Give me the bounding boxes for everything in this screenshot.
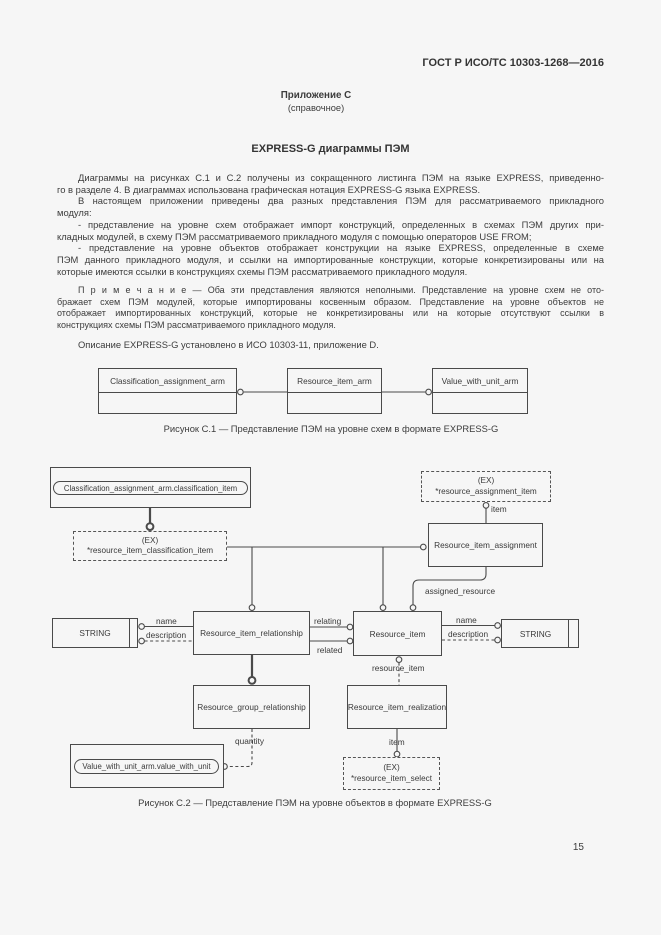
- figure-c2-caption: Рисунок С.2 — Представление ПЭМ на уровн…: [138, 797, 492, 808]
- edge-label-related: related: [317, 644, 343, 655]
- ex-name: *resource_item_select: [350, 773, 432, 783]
- ref-label: Classification_assignment_arm.classifica…: [53, 481, 248, 495]
- paragraph-line: Описание EXPRESS-G установлено в ИСО 103…: [78, 339, 379, 350]
- note-line: бражает схем ПЭМ модулей, которые импорт…: [57, 296, 604, 307]
- edge-label-name-right: name: [456, 614, 477, 625]
- ex-box-resource-item-select: (EX) *resource_item_select: [343, 757, 440, 790]
- type-label: STRING: [79, 628, 111, 638]
- schema-box-resource-item-arm: Resource_item_arm: [287, 368, 382, 414]
- paragraph-line: - представление на уровне схем отображае…: [78, 218, 604, 230]
- paragraph-line: ПЭМ данного прикладного модуля, и ссылки…: [57, 253, 604, 265]
- paragraph-line: Диаграммы на рисунках С.1 и С.2 получены…: [78, 172, 604, 183]
- figure-c1-caption: Рисунок С.1 — Представление ПЭМ на уровн…: [163, 423, 499, 434]
- type-label: STRING: [519, 628, 552, 639]
- schema-divider: [288, 392, 381, 393]
- ex-name: *resource_assignment_item: [435, 486, 537, 496]
- edge-label-resource-item: resource_item: [372, 662, 425, 673]
- paragraph-line: В настоящем приложении приведены два раз…: [78, 195, 604, 207]
- schema-box-classification-assignment-arm: Classification_assignment_arm: [98, 368, 237, 414]
- appendix-title: Приложение С: [280, 90, 352, 101]
- note-line: конструкциях схемы ПЭМ рассматриваемого …: [57, 319, 336, 330]
- schema-label: Classification_assignment_arm: [110, 375, 225, 386]
- note-line: П р и м е ч а н и е — Оба эти представле…: [78, 285, 604, 295]
- schema-divider: [99, 392, 236, 393]
- edge-label-item-bottom: item: [389, 736, 405, 747]
- paragraph-line: - представление на уровне объектов отобр…: [78, 242, 604, 254]
- schema-divider: [433, 392, 527, 393]
- paragraph-line: кладных модулей, в схему ПЭМ рассматрива…: [57, 230, 532, 242]
- ex-tag: (EX): [141, 535, 159, 545]
- ex-box-resource-item-classification-item: (EX) *resource_item_classification_item: [73, 531, 227, 561]
- paragraph-line: которые имеются ссылки в конструкциях сх…: [57, 265, 468, 277]
- edge-label-relating: relating: [314, 615, 342, 626]
- entity-box-resource-group-relationship: Resource_group_relationship: [193, 685, 310, 729]
- paragraph-line: го в разделе 4. В диаграммах использован…: [57, 183, 481, 195]
- entity-box-resource-item-assignment: Resource_item_assignment: [428, 523, 543, 567]
- schema-label: Resource_item_arm: [297, 375, 372, 386]
- appendix-subtitle: (справочное): [287, 103, 345, 113]
- edge-label-assigned-resource: assigned_resource: [425, 586, 496, 596]
- document-code: ГОСТ Р ИСО/ТС 10303-1268—2016: [422, 57, 604, 69]
- edge-label-description-left: description: [146, 630, 187, 640]
- edge-label-name-left: name: [156, 615, 177, 626]
- schema-box-value-with-unit-arm: Value_with_unit_arm: [432, 368, 528, 414]
- ref-label: Value_with_unit_arm.value_with_unit: [74, 759, 219, 774]
- page-title: EXPRESS-G диаграммы ПЭМ: [251, 143, 410, 155]
- note-line: отображает импортированных конструкций, …: [57, 308, 604, 318]
- edge-label-item: item: [491, 504, 507, 514]
- edge-label-description-right: description: [448, 629, 489, 639]
- schema-label: Value_with_unit_arm: [441, 375, 519, 386]
- simple-type-mark: [568, 620, 569, 647]
- ex-box-resource-assignment-item: (EX) *resource_assignment_item: [421, 471, 551, 502]
- ref-box-value-with-unit: Value_with_unit_arm.value_with_unit: [70, 744, 224, 788]
- ex-name: *resource_item_classification_item: [86, 546, 214, 555]
- type-box-string-right: STRING: [501, 619, 579, 648]
- ref-box-classification-item: Classification_assignment_arm.classifica…: [50, 467, 251, 508]
- paragraph-line: модуля:: [57, 207, 92, 219]
- simple-type-mark: [129, 619, 130, 647]
- edge-label-quantity: quantity: [235, 736, 265, 746]
- page-number: 15: [572, 842, 584, 853]
- entity-box-resource-item: Resource_item: [353, 611, 442, 656]
- ex-tag: (EX): [383, 763, 400, 773]
- entity-box-resource-item-realization: Resource_item_realization: [347, 685, 447, 729]
- type-box-string-left: STRING: [52, 618, 138, 648]
- ex-tag: (EX): [477, 476, 495, 486]
- entity-box-resource-item-relationship: Resource_item_relationship: [193, 611, 310, 655]
